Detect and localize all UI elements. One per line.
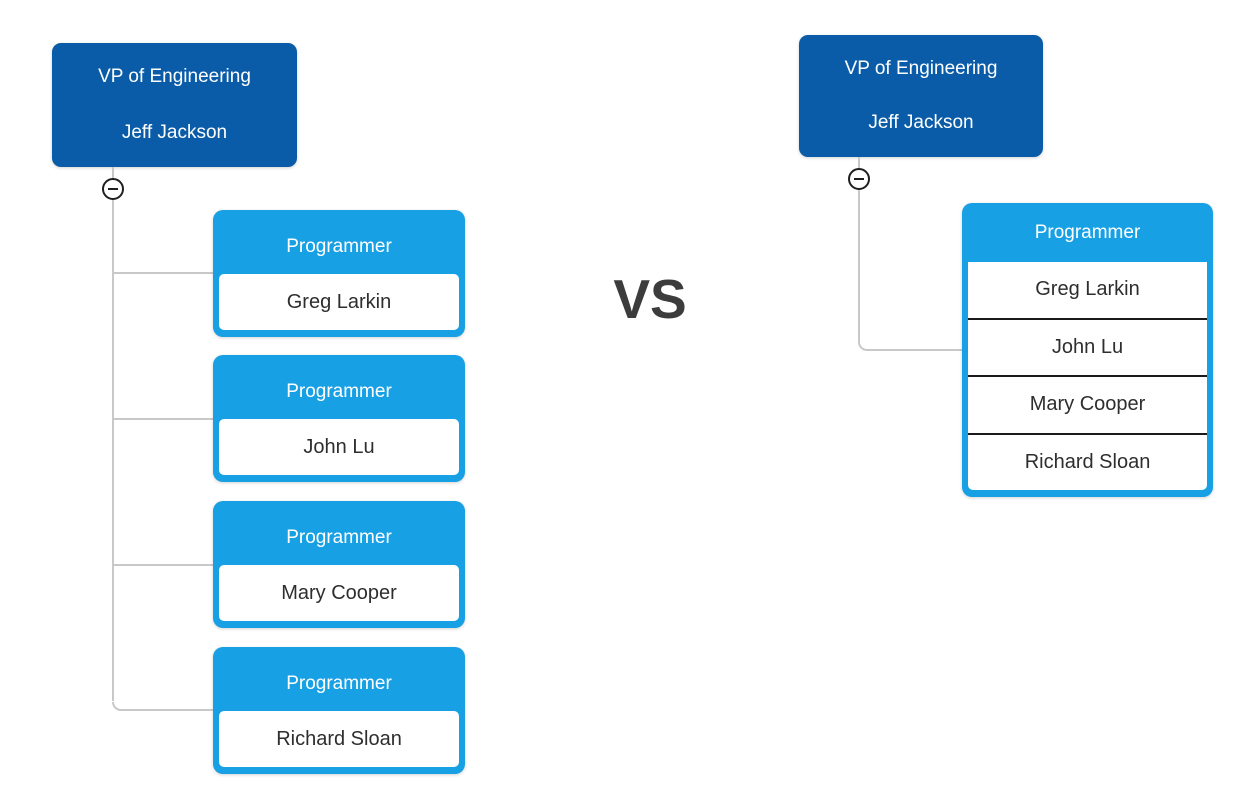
employee-role: Programmer: [286, 672, 392, 694]
employee-name: Richard Sloan: [219, 711, 459, 767]
employee-node-4[interactable]: Programmer Richard Sloan: [213, 647, 465, 774]
connector-elbow: [858, 341, 962, 351]
connector-trunk: [858, 157, 860, 341]
root-name: Jeff Jackson: [121, 122, 228, 143]
employee-name: Mary Cooper: [219, 565, 459, 621]
connector-branch-3: [113, 564, 213, 566]
member-row[interactable]: Richard Sloan: [968, 432, 1207, 491]
connector-branch-2: [113, 418, 213, 420]
group-role: Programmer: [1034, 221, 1141, 243]
root-node[interactable]: VP of Engineering Jeff Jackson: [799, 35, 1043, 157]
employee-name: John Lu: [219, 419, 459, 475]
member-row[interactable]: Greg Larkin: [1035, 278, 1140, 301]
connector-branch-4-elbow: [112, 702, 213, 711]
root-title: VP of Engineering: [844, 58, 998, 79]
vs-label: VS: [613, 268, 687, 330]
root-title: VP of Engineering: [98, 66, 251, 87]
employee-node-1[interactable]: Programmer Greg Larkin: [213, 210, 465, 337]
employee-role: Programmer: [286, 380, 392, 402]
employee-node-3[interactable]: Programmer Mary Cooper: [213, 501, 465, 628]
group-node-programmers[interactable]: Programmer Greg Larkin John Lu Mary Coop…: [962, 203, 1213, 497]
employee-role: Programmer: [286, 235, 392, 257]
connector-branch-1: [113, 272, 213, 274]
employee-role: Programmer: [286, 526, 392, 548]
minus-circle-icon[interactable]: [848, 168, 870, 190]
employee-node-2[interactable]: Programmer John Lu: [213, 355, 465, 482]
member-row[interactable]: John Lu: [968, 317, 1207, 376]
employee-name: Greg Larkin: [219, 274, 459, 330]
minus-circle-icon[interactable]: [102, 178, 124, 200]
root-name: Jeff Jackson: [868, 112, 974, 133]
minus-glyph: [108, 188, 118, 190]
member-row[interactable]: Mary Cooper: [968, 375, 1207, 433]
root-node[interactable]: VP of Engineering Jeff Jackson: [52, 43, 297, 167]
group-member-list: Greg Larkin John Lu Mary Cooper Richard …: [968, 262, 1207, 490]
minus-glyph: [854, 178, 864, 180]
connector-trunk: [112, 167, 114, 701]
